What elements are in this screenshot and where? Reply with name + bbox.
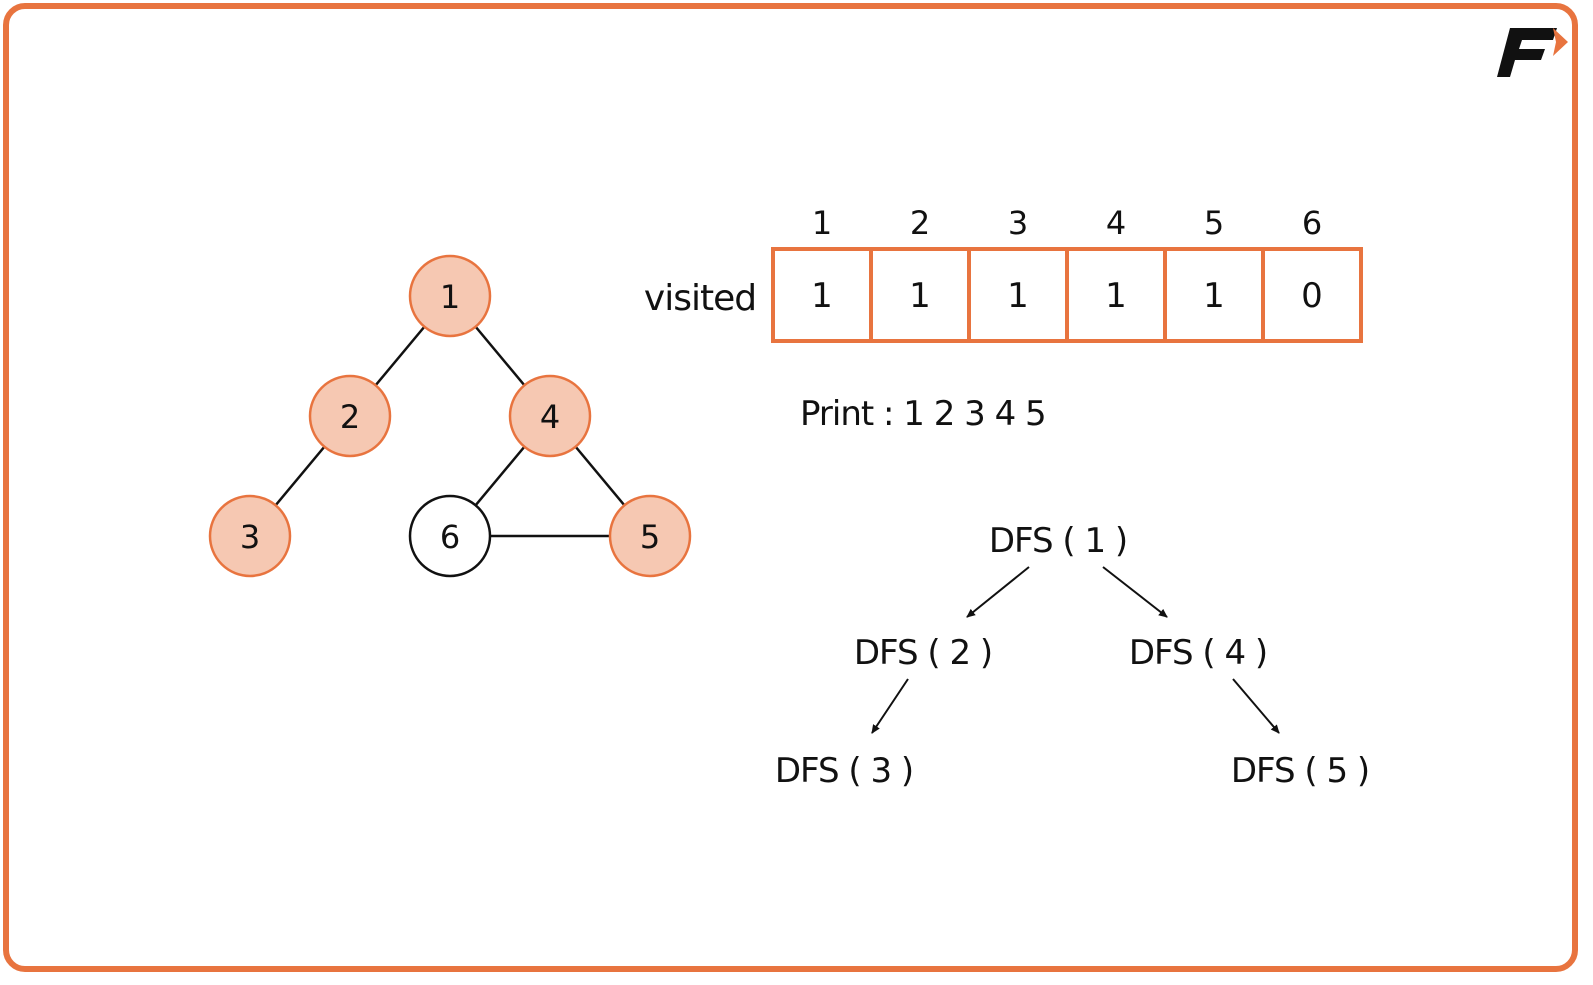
visited-index-5: 5 bbox=[1204, 204, 1224, 242]
visited-array-label: visited bbox=[644, 278, 756, 319]
dfs-arrow-1-2 bbox=[966, 566, 1030, 618]
visited-cell-box bbox=[869, 247, 971, 343]
visited-index-3: 3 bbox=[1008, 204, 1028, 242]
visited-cell-5: 1 bbox=[1163, 247, 1265, 343]
graph-nodes: 1 2 3 4 5 6 bbox=[208, 254, 692, 578]
visited-index-4: 4 bbox=[1106, 204, 1126, 242]
graph-node-5: 5 bbox=[608, 494, 692, 578]
graph-node-circle bbox=[408, 494, 492, 578]
dfs-call-5: DFS ( 5 ) bbox=[1231, 751, 1369, 791]
visited-cell-6: 0 bbox=[1261, 247, 1363, 343]
visited-cell-3: 1 bbox=[967, 247, 1069, 343]
dfs-arrow-4-5 bbox=[1232, 678, 1280, 734]
graph-node-label: 4 bbox=[540, 398, 560, 436]
graph-node-label: 3 bbox=[240, 518, 260, 556]
graph-node-2: 2 bbox=[308, 374, 392, 458]
graph-node-label: 2 bbox=[340, 398, 360, 436]
visited-cell-2: 1 bbox=[869, 247, 971, 343]
graph-node-circle bbox=[408, 254, 492, 338]
visited-cell-1: 1 bbox=[771, 247, 873, 343]
graph-node-circle bbox=[508, 374, 592, 458]
graph-node-1: 1 bbox=[408, 254, 492, 338]
graph-node-label: 1 bbox=[440, 278, 460, 316]
print-output: Print : 1 2 3 4 5 bbox=[800, 394, 1046, 434]
visited-cell-4: 1 bbox=[1065, 247, 1167, 343]
graph-node-circle bbox=[308, 374, 392, 458]
graph-node-3: 3 bbox=[208, 494, 292, 578]
graph-node-6: 6 bbox=[408, 494, 492, 578]
call-tree-arrows bbox=[871, 566, 1280, 734]
visited-index-1: 1 bbox=[812, 204, 832, 242]
visited-cell-box bbox=[1261, 247, 1363, 343]
visited-index-2: 2 bbox=[910, 204, 930, 242]
visited-cell-value: 1 bbox=[1105, 276, 1127, 316]
dfs-arrow-1-4 bbox=[1102, 566, 1168, 618]
graph-node-circle bbox=[208, 494, 292, 578]
diagram-frame bbox=[3, 3, 1578, 972]
visited-index-6: 6 bbox=[1302, 204, 1322, 242]
visited-array-cells: 1 1 1 1 1 0 bbox=[771, 247, 1363, 343]
visited-cell-value: 1 bbox=[1203, 276, 1225, 316]
dfs-call-1: DFS ( 1 ) bbox=[989, 521, 1127, 561]
graph-node-label: 5 bbox=[640, 518, 660, 556]
graph-node-4: 4 bbox=[508, 374, 592, 458]
visited-cell-box bbox=[1163, 247, 1265, 343]
visited-cell-value: 1 bbox=[909, 276, 931, 316]
visited-cell-value: 1 bbox=[811, 276, 833, 316]
dfs-call-4: DFS ( 4 ) bbox=[1129, 633, 1267, 673]
visited-cell-value: 0 bbox=[1301, 276, 1323, 316]
visited-cell-box bbox=[771, 247, 873, 343]
visited-cell-value: 1 bbox=[1007, 276, 1029, 316]
brand-logo-icon bbox=[1497, 28, 1568, 77]
visited-cell-box bbox=[967, 247, 1069, 343]
visited-array-indices: 1 2 3 4 5 6 bbox=[812, 204, 1322, 242]
call-tree-labels: DFS ( 1 ) DFS ( 2 ) DFS ( 4 ) DFS ( 3 ) DFS … bbox=[775, 521, 1370, 791]
dfs-call-3: DFS ( 3 ) bbox=[775, 751, 913, 791]
dfs-arrow-2-3 bbox=[871, 678, 909, 734]
graph-node-label: 6 bbox=[440, 518, 460, 556]
graph-node-circle bbox=[608, 494, 692, 578]
dfs-call-2: DFS ( 2 ) bbox=[854, 633, 992, 673]
